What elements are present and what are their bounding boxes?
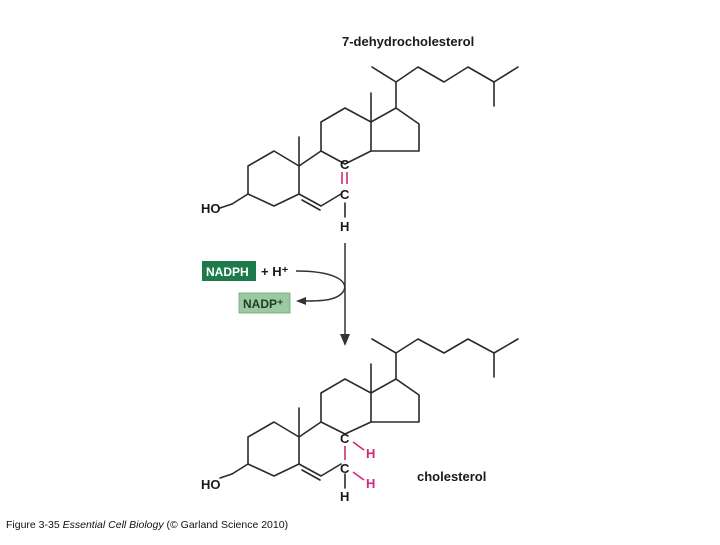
figure-caption: Figure 3-35 Essential Cell Biology (© Ga… [6, 519, 288, 531]
top-molecule-name: 7-dehydrocholesterol [342, 34, 474, 49]
cofactor-curve-arrowhead [296, 297, 306, 305]
added-hydrogen-1: H [366, 446, 375, 461]
nadph-label: NADPH [206, 265, 249, 279]
bottom-carbon-2: C [340, 461, 350, 476]
top-highlight-double-bond [341, 172, 348, 184]
bottom-skeleton-bonds [219, 338, 519, 489]
nadph-box [202, 261, 256, 281]
top-carbon-1: C [340, 157, 350, 172]
proton-label: + H⁺ [261, 264, 289, 279]
molecule-cholesterol: HO C C H H H cholesterol [201, 338, 519, 504]
caption-credit: (© Garland Science 2010) [166, 519, 289, 531]
caption-prefix: Figure 3-35 [6, 519, 60, 531]
nadp-label: NADP⁺ [243, 297, 283, 311]
bottom-molecule-name: cholesterol [417, 469, 486, 484]
bottom-carbon-1: C [340, 431, 350, 446]
bottom-ho-label: HO [201, 477, 221, 492]
molecule-7-dehydrocholesterol: 7-dehydrocholesterol [201, 34, 519, 234]
top-ho-label: HO [201, 201, 221, 216]
nadp-box [238, 292, 291, 314]
caption-book-title: Essential Cell Biology [62, 519, 164, 531]
reaction-arrowhead [340, 334, 350, 346]
bottom-hydrogen: H [340, 489, 349, 504]
top-carbon-2: C [340, 187, 350, 202]
bottom-highlight-bonds [344, 441, 365, 481]
top-hydrogen: H [340, 219, 349, 234]
top-skeleton-bonds [219, 66, 519, 218]
cofactor-curve-arrow [295, 270, 346, 302]
added-hydrogen-2: H [366, 476, 375, 491]
reaction-arrow-group: NADPH + H⁺ NADP⁺ [202, 243, 350, 346]
